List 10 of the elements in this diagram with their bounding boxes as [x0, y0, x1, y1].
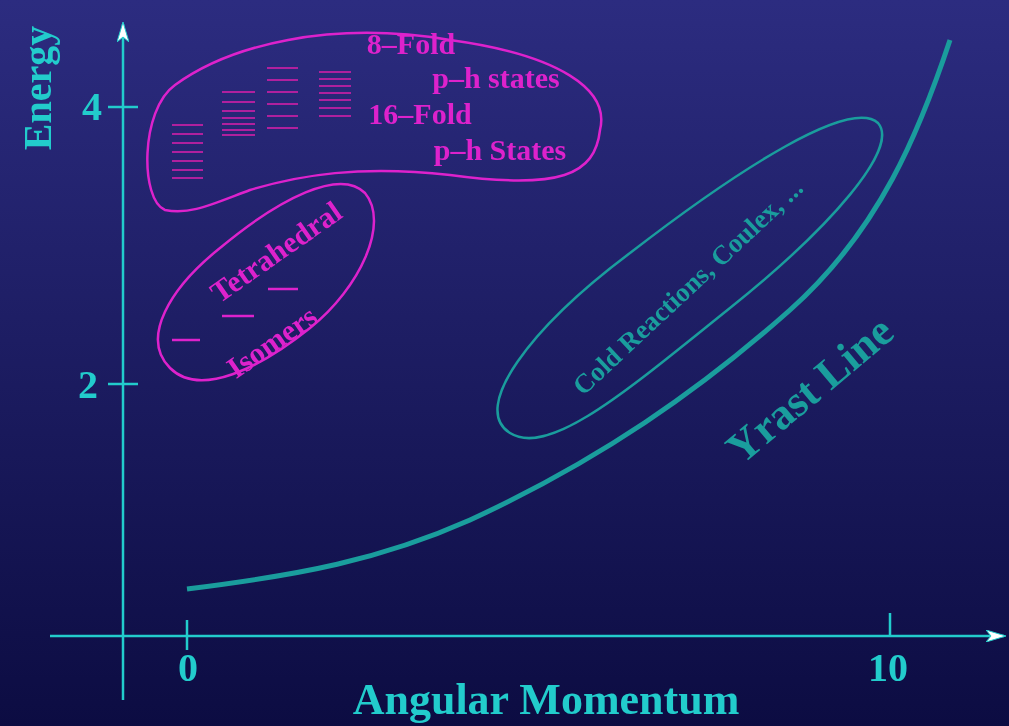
tick-label: 0: [178, 648, 198, 688]
tick-label: 4: [82, 87, 102, 127]
axis-title: Energy: [18, 25, 58, 151]
region-label: p–h States: [433, 135, 567, 165]
region-label: 16–Fold: [368, 99, 472, 129]
axis-title: Angular Momentum: [352, 678, 740, 722]
region-label: 8–Fold: [366, 29, 456, 59]
tick-label: 2: [78, 365, 98, 405]
tick-label: 10: [868, 648, 908, 688]
region-label: p–h states: [432, 63, 560, 93]
